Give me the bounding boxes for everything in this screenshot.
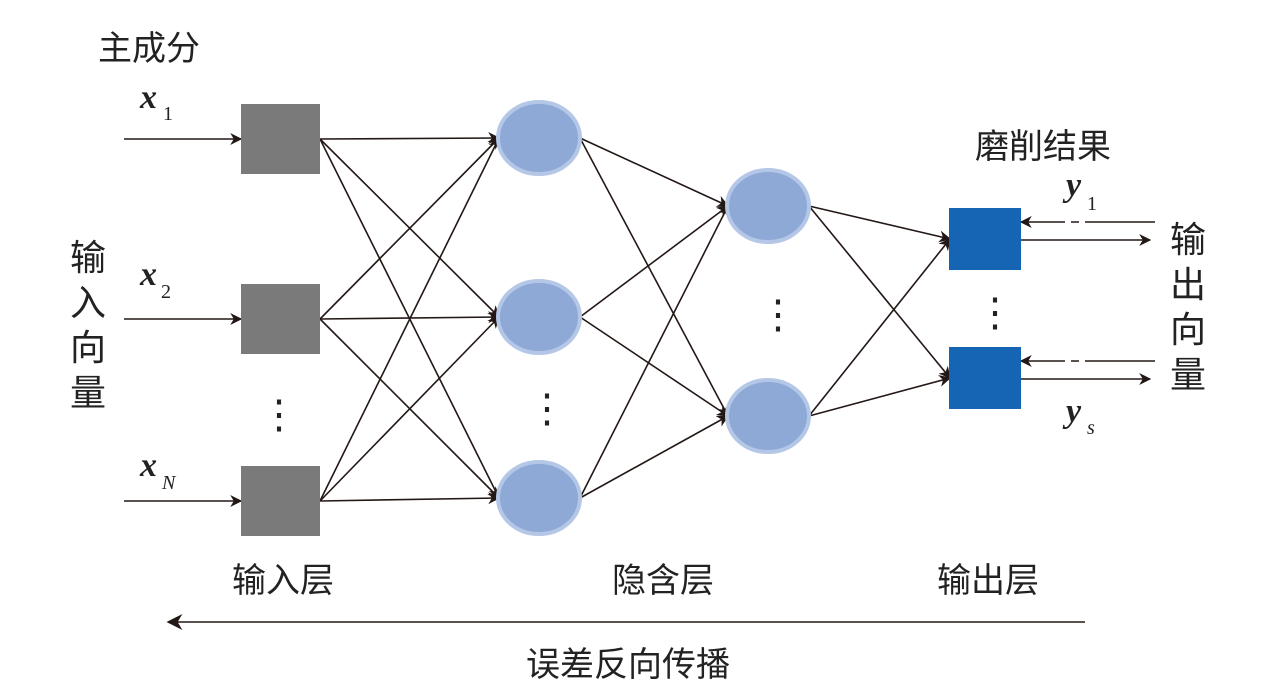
output-vector-label: 输 出 向 量 — [1170, 220, 1206, 396]
output-node-1 — [949, 347, 1021, 409]
edge-input2-hidden2 — [319, 492, 501, 505]
backpropagation-label: 误差反向传播 — [526, 645, 730, 685]
input-layer-label: 输入层 — [232, 561, 334, 601]
svg-text:x: x — [139, 256, 157, 293]
hidden-node-4 — [725, 378, 811, 454]
input-label-x2: x 2 — [139, 256, 171, 303]
edge-input1-hidden0 — [319, 137, 500, 320]
hidden-layer-label: 隐含层 — [612, 561, 714, 601]
svg-text:1: 1 — [163, 103, 173, 125]
edge-input0-hidden0 — [319, 132, 501, 145]
edge-hidden10-hidden21 — [579, 137, 729, 418]
input-label-xN: x N — [139, 447, 177, 494]
connections-group — [319, 132, 952, 505]
output-node-0 — [949, 208, 1021, 270]
hidden2-ellipsis: ⋮ — [758, 292, 798, 338]
svg-text:s: s — [1087, 417, 1095, 439]
input-node-1 — [241, 284, 320, 354]
input-node-2 — [241, 466, 320, 536]
hidden1-ellipsis: ⋮ — [527, 386, 567, 432]
grinding-result-label: 磨削结果 — [975, 127, 1111, 167]
output-label-ys: y s — [1062, 393, 1095, 439]
input-label-x1: x 1 — [139, 79, 173, 125]
hidden-node-3 — [725, 168, 811, 244]
svg-text:2: 2 — [161, 281, 171, 303]
edge-hidden12-hidden20 — [579, 204, 729, 499]
output-label-y1: y 1 — [1062, 167, 1097, 215]
edge-hidden21-output0 — [808, 238, 951, 417]
svg-text:量: 量 — [1170, 355, 1206, 396]
edge-input2-hidden0 — [319, 136, 500, 502]
output-ellipsis: ⋮ — [975, 290, 1015, 336]
input-vector-label: 输 入 向 量 — [70, 238, 106, 414]
hidden-node-0 — [496, 100, 582, 176]
edge-hidden12-hidden21 — [579, 415, 730, 499]
input-layer-nodes — [241, 104, 320, 536]
edge-hidden11-hidden20 — [579, 205, 729, 318]
edge-input2-hidden1 — [319, 316, 500, 502]
output-layer-nodes — [949, 208, 1021, 409]
output-layer-label: 输出层 — [937, 561, 1039, 601]
principal-components-label: 主成分 — [98, 29, 200, 69]
edge-hidden20-output0 — [808, 205, 952, 243]
edge-hidden21-output1 — [808, 375, 952, 417]
svg-text:y: y — [1062, 167, 1082, 204]
svg-text:y: y — [1062, 393, 1082, 430]
svg-text:1: 1 — [1087, 193, 1097, 215]
hidden-layer-nodes — [496, 100, 811, 536]
svg-text:输: 输 — [70, 238, 106, 279]
edge-hidden11-hidden21 — [579, 316, 729, 417]
input-ellipsis: ⋮ — [259, 392, 299, 438]
svg-text:入: 入 — [70, 283, 106, 324]
svg-text:x: x — [139, 79, 157, 116]
hidden-node-1 — [496, 279, 582, 355]
svg-text:N: N — [161, 472, 177, 494]
svg-text:出: 出 — [1170, 265, 1206, 306]
svg-text:x: x — [139, 447, 157, 484]
edge-hidden20-output1 — [808, 205, 951, 379]
input-arrows-group — [124, 133, 243, 507]
input-node-0 — [241, 104, 320, 174]
svg-text:向: 向 — [70, 328, 106, 369]
svg-text:向: 向 — [1170, 310, 1206, 351]
svg-text:输: 输 — [1170, 220, 1206, 261]
hidden-node-2 — [496, 460, 582, 536]
svg-text:量: 量 — [70, 373, 106, 414]
edge-hidden10-hidden20 — [579, 137, 730, 207]
output-arrows-group — [1019, 216, 1155, 385]
